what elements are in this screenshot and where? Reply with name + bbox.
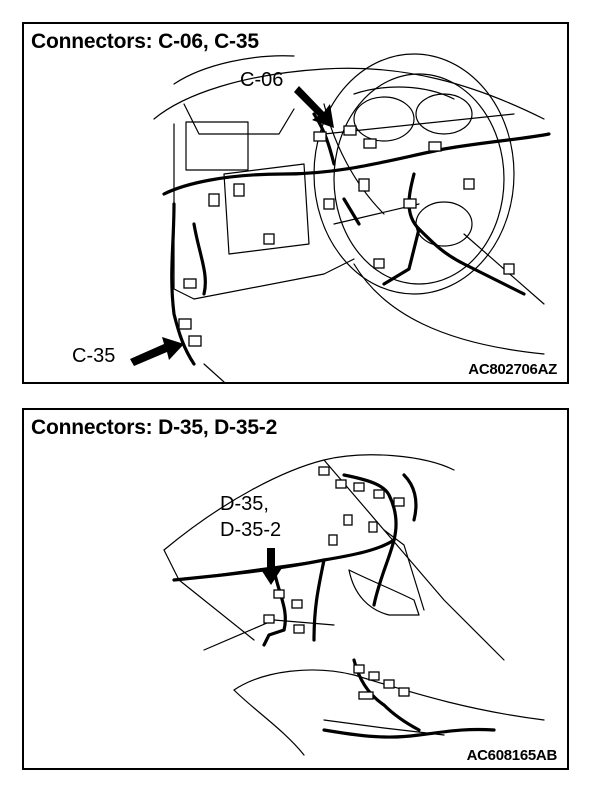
callout-c-06: C-06	[240, 69, 284, 91]
callout-c-35: C-35	[72, 345, 116, 367]
figure-code: AC608165AB	[466, 747, 558, 764]
figure-code: AC802706AZ	[468, 361, 557, 378]
diagram-panel-d35-d35-2: Connectors: D-35, D-35-2	[22, 408, 569, 770]
arrow-icon	[260, 548, 282, 585]
diagram-panel-c06-c35: Connectors: C-06, C-35	[22, 22, 569, 384]
callout-d-35: D-35,	[220, 493, 269, 515]
dashboard-harness-illustration	[130, 53, 551, 382]
panel-title: Connectors: C-06, C-35	[31, 30, 259, 53]
arrow-icon	[294, 86, 334, 128]
callout-d-35-2: D-35-2	[220, 519, 282, 541]
panel-title: Connectors: D-35, D-35-2	[31, 416, 278, 439]
roof-harness-illustration	[163, 454, 545, 756]
arrow-icon	[130, 337, 184, 366]
